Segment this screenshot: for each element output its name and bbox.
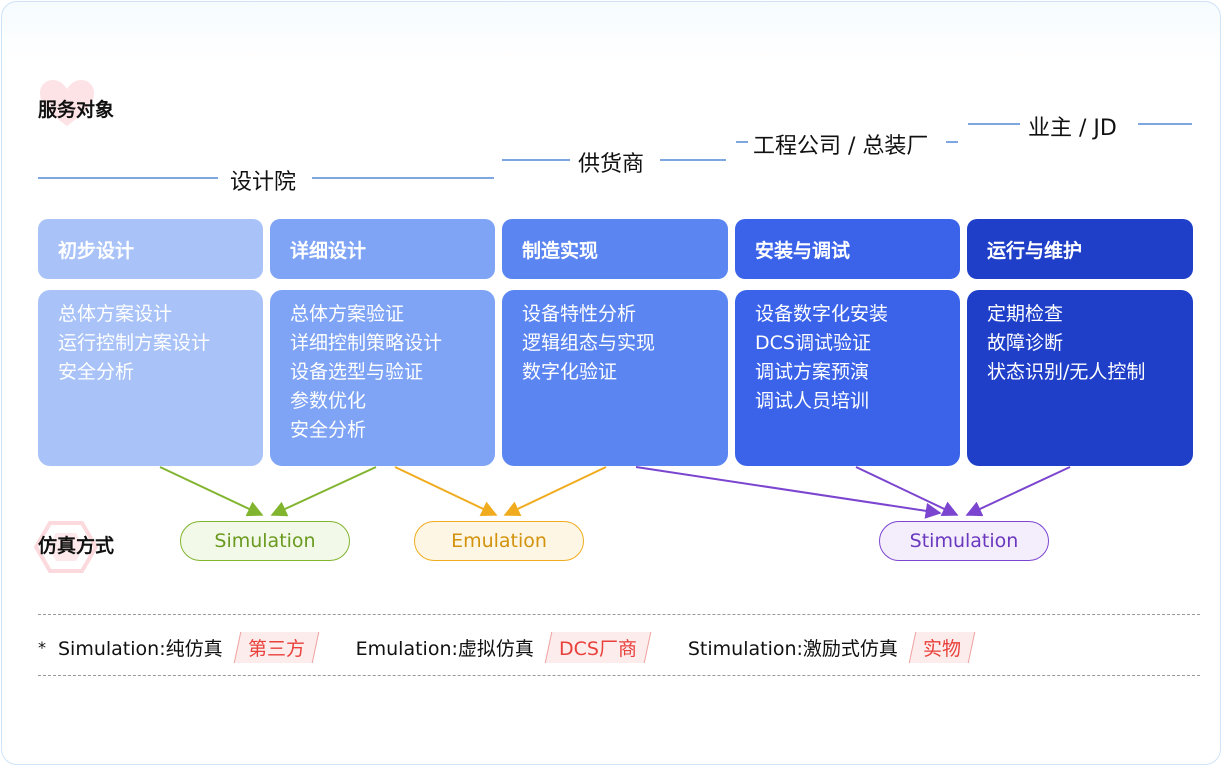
phase-item: 定期检查 [987, 303, 1064, 325]
footnote-simulation-text: Simulation:纯仿真 [58, 637, 223, 660]
tag-text: DCS厂商 [558, 637, 637, 660]
phase-item: 数字化验证 [522, 361, 618, 383]
phase-body-detailed-design: 总体方案验证 详细控制策略设计 设备选型与验证 参数优化 安全分析 [270, 290, 495, 466]
phase-item: 总体方案设计 [58, 303, 173, 325]
footnote-simulation-tag: 第三方 [233, 631, 319, 663]
stakeholder-line [736, 141, 748, 143]
stakeholder-owner: 业主 / JD [1028, 116, 1117, 141]
dashed-divider-top [38, 614, 1200, 615]
phase-item: 状态识别/无人控制 [987, 361, 1146, 383]
simulation-pill: Simulation [180, 521, 350, 561]
phase-title: 详细设计 [290, 239, 367, 262]
phase-item: 设备选型与验证 [290, 361, 424, 383]
phase-header-operation: 运行与维护 [967, 219, 1193, 279]
phase-header-preliminary-design: 初步设计 [38, 219, 263, 279]
footnote-legend: * Simulation:纯仿真 第三方 Emulation:虚拟仿真 DCS厂… [38, 630, 976, 664]
phase-header-manufacturing: 制造实现 [502, 219, 728, 279]
phase-item: 总体方案验证 [290, 303, 405, 325]
phase-title: 制造实现 [522, 239, 599, 262]
phase-item: 安全分析 [290, 419, 367, 441]
phase-title: 初步设计 [58, 239, 135, 262]
hexagon-decor-icon [34, 521, 98, 573]
phase-header-installation: 安装与调试 [735, 219, 960, 279]
stakeholder-design-institute: 设计院 [230, 170, 297, 195]
tag-text: 第三方 [247, 637, 305, 660]
phase-item: 调试人员培训 [755, 390, 870, 412]
phase-item: 运行控制方案设计 [58, 332, 211, 354]
heart-decor-icon [40, 80, 94, 126]
stakeholder-line [312, 177, 494, 179]
tag-text: 实物 [922, 637, 961, 660]
stakeholder-line [946, 141, 958, 143]
stakeholder-line [1138, 123, 1192, 125]
footnote-emulation-text: Emulation:虚拟仿真 [355, 637, 534, 660]
footnote-stimulation-text: Stimulation:激励式仿真 [687, 637, 898, 660]
phase-title: 运行与维护 [987, 239, 1083, 262]
arrow-simulation-2 [270, 466, 377, 517]
footnote-emulation-tag: DCS厂商 [544, 631, 652, 663]
stakeholder-line [502, 159, 570, 161]
arrow-emulation-1 [394, 466, 498, 517]
arrow-stimulation-2 [855, 466, 959, 517]
phase-item: 安全分析 [58, 361, 135, 383]
phase-item: DCS调试验证 [755, 332, 871, 354]
phase-item: 故障诊断 [987, 332, 1064, 354]
phase-item: 设备数字化安装 [755, 303, 889, 325]
arrow-simulation-1 [159, 466, 264, 517]
phase-header-detailed-design: 详细设计 [270, 219, 495, 279]
footnote-stimulation-tag: 实物 [908, 631, 976, 663]
stimulation-pill: Stimulation [879, 521, 1049, 561]
phase-body-manufacturing: 设备特性分析 逻辑组态与实现 数字化验证 [502, 290, 728, 466]
emulation-pill: Emulation [414, 521, 584, 561]
simulation-method-label: 仿真方式 [38, 535, 115, 557]
phase-item: 逻辑组态与实现 [522, 332, 656, 354]
stakeholder-line [38, 177, 218, 179]
phase-item: 调试方案预演 [755, 361, 870, 383]
footnote-star: * [38, 637, 46, 657]
phase-body-installation: 设备数字化安装 DCS调试验证 调试方案预演 调试人员培训 [735, 290, 960, 466]
phase-title: 安装与调试 [755, 239, 851, 262]
arrow-stimulation-1 [635, 466, 942, 519]
stakeholder-supplier: 供货商 [578, 152, 645, 177]
phase-item: 详细控制策略设计 [290, 332, 443, 354]
arrow-emulation-2 [503, 466, 607, 517]
arrow-stimulation-3 [965, 466, 1071, 517]
stakeholder-engineering-company: 工程公司 / 总装厂 [753, 134, 929, 159]
stakeholder-line [968, 123, 1020, 125]
stakeholder-line [660, 159, 726, 161]
service-label: 服务对象 [38, 99, 115, 121]
phase-item: 设备特性分析 [522, 303, 637, 325]
phase-body-operation: 定期检查 故障诊断 状态识别/无人控制 [967, 290, 1193, 466]
dashed-divider-bottom [38, 675, 1200, 676]
phase-item: 参数优化 [290, 390, 367, 412]
phase-body-preliminary-design: 总体方案设计 运行控制方案设计 安全分析 [38, 290, 263, 466]
